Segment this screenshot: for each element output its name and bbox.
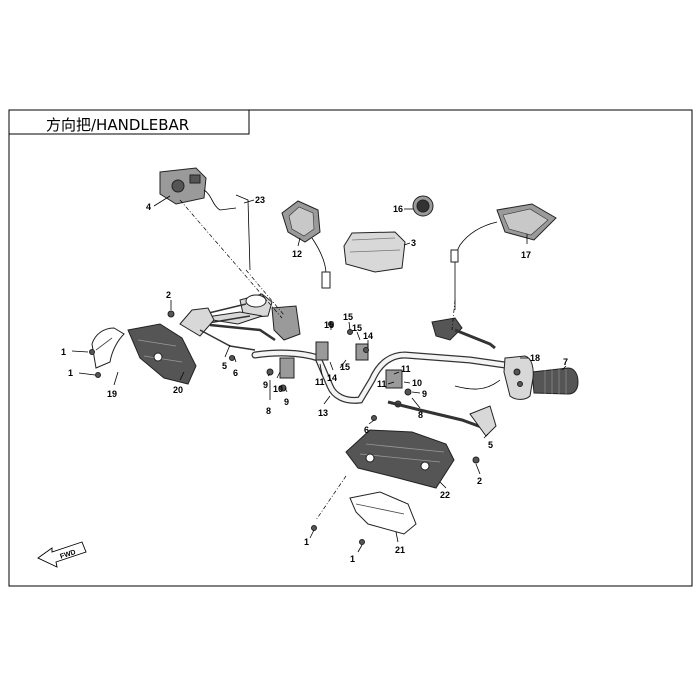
left-mirror	[281, 200, 331, 289]
callout-1: 1	[350, 554, 355, 564]
callout-9: 9	[263, 380, 268, 390]
brake-lever-right	[431, 317, 496, 350]
callout-15: 15	[340, 362, 350, 372]
callout-2: 2	[477, 476, 482, 486]
callout-11: 11	[315, 377, 325, 387]
callout-5: 5	[222, 361, 227, 371]
right-handguard	[345, 429, 455, 489]
callout-14: 14	[363, 331, 373, 341]
callout-9: 9	[422, 389, 427, 399]
callout-15: 15	[324, 320, 334, 330]
callout-5: 5	[488, 440, 493, 450]
right-grip	[531, 367, 579, 395]
callout-1: 1	[61, 347, 66, 357]
callout-18: 18	[530, 353, 540, 363]
callout-8: 8	[418, 410, 423, 420]
diagram-frame	[8, 109, 693, 587]
assembly-line	[315, 475, 347, 521]
right-mirror	[450, 203, 557, 310]
callout-10: 10	[273, 384, 283, 394]
fwd-label: FWD	[59, 549, 76, 561]
assembly-line	[451, 299, 456, 331]
callout-10: 10	[412, 378, 422, 388]
fwd-arrow-icon: FWD	[37, 541, 87, 568]
left-master-cylinder	[199, 293, 301, 342]
callout-14: 14	[327, 373, 337, 383]
callout-16: 16	[393, 204, 403, 214]
title-box	[9, 109, 250, 135]
callout-17: 17	[521, 250, 531, 260]
callout-12: 12	[292, 249, 302, 259]
callout-labels: 23 4 12 16 3 17 2 1 1 19 20 5 6	[61, 195, 568, 564]
left-handguard-outer	[91, 327, 125, 369]
left-switch	[159, 167, 251, 271]
callout-8: 8	[266, 406, 271, 416]
callout-7: 7	[563, 357, 568, 367]
right-handguard-outer	[349, 491, 417, 535]
throttle-cable	[454, 379, 501, 390]
instrument-cover	[343, 231, 406, 273]
callout-11: 11	[377, 379, 387, 389]
right-switch-housing	[503, 355, 534, 400]
handlebar-tube	[251, 349, 509, 404]
callout-11: 11	[401, 364, 411, 374]
callout-6: 6	[364, 425, 369, 435]
callout-2: 2	[166, 290, 171, 300]
callout-21: 21	[395, 545, 405, 555]
callout-4: 4	[146, 202, 151, 212]
callout-20: 20	[173, 385, 183, 395]
right-handguard-bracket	[387, 400, 497, 437]
callout-23: 23	[255, 195, 265, 205]
bolts	[89, 310, 480, 545]
callout-13: 13	[318, 408, 328, 418]
assembly-line	[245, 269, 285, 316]
assembly-line	[179, 199, 283, 319]
callout-1: 1	[304, 537, 309, 547]
callout-3: 3	[411, 238, 416, 248]
callout-15: 15	[343, 312, 353, 322]
callout-6: 6	[233, 368, 238, 378]
page-title: 方向把/HANDLEBAR	[46, 116, 189, 134]
callout-22: 22	[440, 490, 450, 500]
callout-9: 9	[284, 397, 289, 407]
callout-19: 19	[107, 389, 117, 399]
gauge-cap	[412, 195, 434, 217]
callout-15: 15	[352, 323, 362, 333]
callout-1: 1	[68, 368, 73, 378]
left-handguard	[127, 323, 197, 385]
